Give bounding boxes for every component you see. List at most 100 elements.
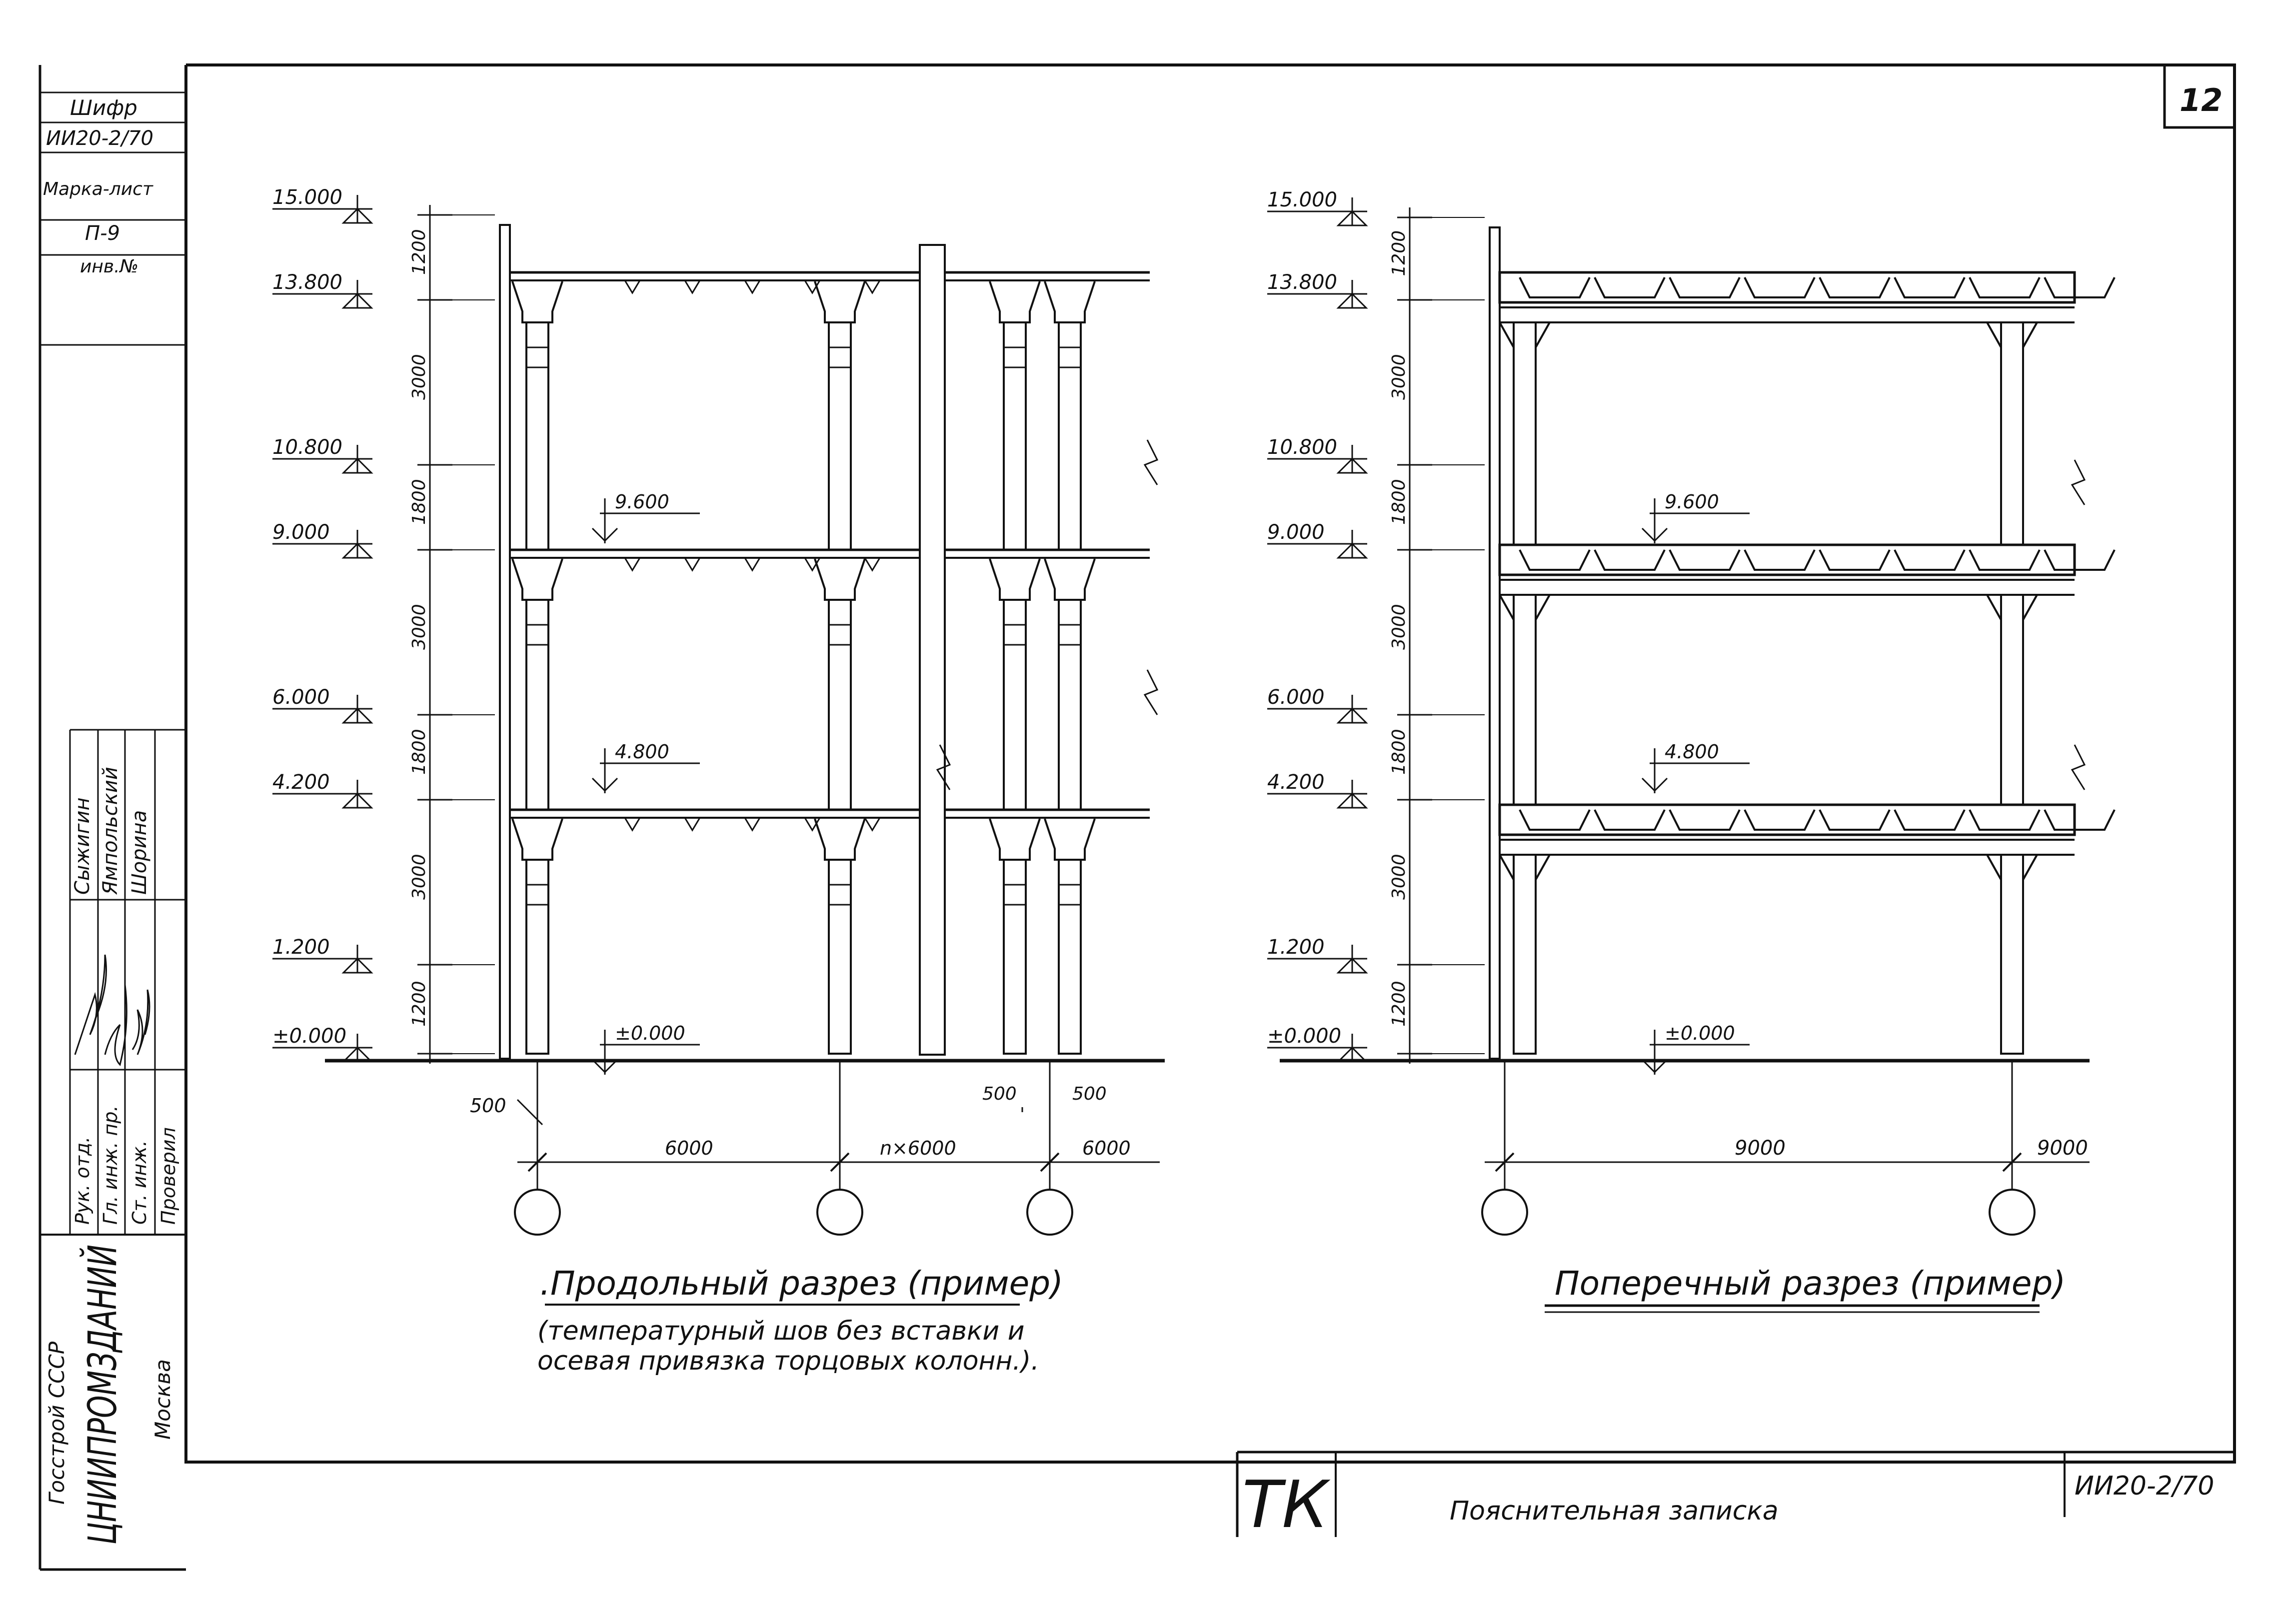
- span-dim-n6000: n×6000: [880, 1137, 956, 1159]
- column: [1513, 321, 1537, 546]
- dimension-text: 1200: [409, 229, 429, 275]
- dimension-text: 1200: [1389, 981, 1409, 1027]
- dimension-text: 3000: [409, 604, 429, 650]
- column-joint: [1058, 884, 1082, 906]
- slab-rib-trapezoid: [1669, 549, 1741, 571]
- column: [2000, 321, 2024, 546]
- column-joint: [1058, 346, 1082, 368]
- floor-mark-label: 9.600: [615, 491, 669, 513]
- transverse-section: 15.00013.80010.8009.0006.0004.2001.200±0…: [1267, 188, 2116, 1236]
- slab-rib-trapezoid: [1969, 277, 2041, 298]
- column-haunch: [1986, 322, 2038, 348]
- floor-mark-label: 9.600: [1665, 491, 1719, 513]
- column: [525, 599, 549, 811]
- org-name: ЦНИИПРОМЗДАНИЙ: [79, 1245, 125, 1545]
- slab-rib-trapezoid: [1894, 809, 1966, 831]
- column-joint: [1003, 624, 1027, 646]
- level-mark-label: 13.800: [272, 271, 342, 294]
- ribbed-slab: [1498, 543, 2076, 576]
- column-capital: [1044, 281, 1096, 323]
- grid-axis-bubble: [514, 1189, 561, 1236]
- dimension-text: 1200: [1389, 230, 1409, 276]
- slab-rib: [864, 817, 881, 832]
- span-leader: [516, 1099, 543, 1126]
- floor-mark-arrow: [1641, 777, 1668, 792]
- slab-rib-trapezoid: [1969, 809, 2041, 831]
- title-block-title: Пояснительная записка: [1450, 1496, 1779, 1526]
- dimension-slash: [527, 1152, 547, 1172]
- dimension-text: 3000: [1389, 354, 1409, 400]
- column-capital: [1044, 818, 1096, 861]
- column-haunch: [1986, 854, 2038, 880]
- level-mark-label: 4.200: [1267, 771, 1325, 794]
- column: [828, 321, 852, 551]
- left-section-note-2: осевая привязка торцовых колонн.).: [537, 1346, 1039, 1376]
- stamp-name-2: Ямпольский: [99, 767, 122, 895]
- column-capital: [1044, 558, 1096, 601]
- level-mark-label: 10.800: [272, 436, 342, 459]
- dimension-slash: [1040, 1152, 1060, 1172]
- column-capital: [814, 281, 866, 323]
- span-dim-9000: 9000: [1735, 1137, 1786, 1160]
- stamp-organization: Госстрой СССР ЦНИИПРОМЗДАНИЙ Москва: [44, 1245, 175, 1545]
- stamp-name-1: Сыжигин: [71, 797, 94, 895]
- stamp-column: [38, 65, 186, 1571]
- slab-rib: [684, 817, 701, 832]
- span-dim-500-left: 500: [470, 1095, 506, 1117]
- slab-rib: [864, 557, 881, 572]
- slab-rib-trapezoid: [2044, 277, 2116, 298]
- stamp-cipher-value: ИИ20-2/70: [46, 127, 153, 150]
- floor-mark-arrow: [591, 777, 618, 792]
- level-mark-label: ±0.000: [272, 1025, 346, 1048]
- level-mark-label: 10.800: [1267, 436, 1337, 459]
- break-mark: [2071, 744, 2086, 790]
- title-block-mark: ТК: [1242, 1467, 1331, 1543]
- stamp-sheet-mark-label: Марка-лист: [43, 179, 153, 199]
- column-joint: [525, 624, 549, 646]
- dimension-text: 3000: [1389, 604, 1409, 650]
- longitudinal-section: 15.00013.80010.8009.0006.0004.2001.200±0…: [272, 186, 1165, 1236]
- slab-rib: [864, 280, 881, 294]
- break-mark: [1143, 669, 1159, 715]
- column: [525, 859, 549, 1055]
- floor-mark-label: 4.800: [1665, 741, 1719, 763]
- column-capital: [989, 818, 1041, 861]
- span-dim-6000: 6000: [665, 1137, 713, 1159]
- span-dim-500-a: 500: [982, 1084, 1017, 1104]
- stamp-inventory-label: инв.№: [80, 256, 138, 277]
- slab-rib-trapezoid: [1669, 277, 1741, 298]
- column-joint: [1058, 624, 1082, 646]
- column-joint: [1003, 884, 1027, 906]
- column: [1058, 321, 1082, 551]
- column-capital: [511, 281, 563, 323]
- column-capital: [511, 558, 563, 601]
- column-haunch: [1986, 594, 2038, 620]
- dimension-slash: [1495, 1152, 1515, 1172]
- column-haunch: [1499, 854, 1551, 880]
- slab-rib-trapezoid: [2044, 549, 2116, 571]
- slab-rib: [804, 817, 821, 832]
- grid-axis-bubble: [1989, 1189, 2036, 1236]
- level-mark-label: 4.200: [272, 771, 330, 794]
- column-joint: [828, 884, 852, 906]
- level-mark-label: 1.200: [272, 936, 330, 959]
- slab-rib: [624, 280, 641, 294]
- stamp-sheet-mark-value: П-9: [85, 222, 120, 245]
- slab-rib: [624, 557, 641, 572]
- left-section-caption: .Продольный разрез (пример): [540, 1264, 1063, 1303]
- outer-wall: [499, 224, 511, 1060]
- slab-rib-trapezoid: [1519, 549, 1591, 571]
- stamp-signatures: [74, 954, 150, 1066]
- floor-mark-arrow: [1641, 1059, 1668, 1074]
- floor-mark-arrow: [591, 1059, 618, 1074]
- stamp-role-2: Гл. инж. пр.: [99, 1105, 121, 1225]
- column-capital: [814, 818, 866, 861]
- break-mark: [936, 744, 951, 790]
- column: [2000, 594, 2024, 806]
- dimension-text: 3000: [409, 854, 429, 900]
- org-city: Москва: [150, 1359, 175, 1440]
- left-section-note-1: (температурный шов без вставки и: [537, 1316, 1025, 1346]
- slab-rib-trapezoid: [1819, 549, 1891, 571]
- column-joint: [828, 346, 852, 368]
- span-dim-9000-right: 9000: [2037, 1137, 2088, 1160]
